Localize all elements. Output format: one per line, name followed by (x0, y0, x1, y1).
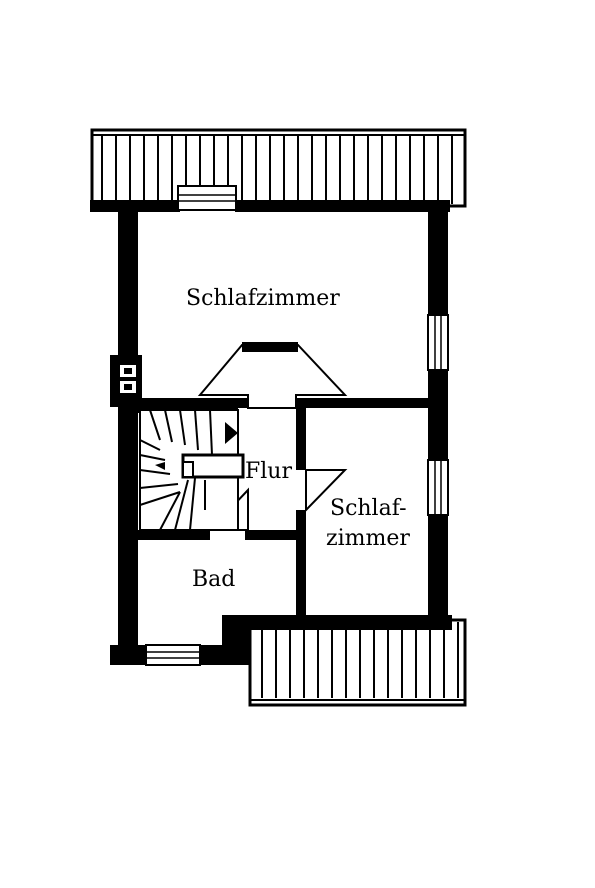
stair-tread (174, 479, 189, 531)
window-bottom (145, 644, 201, 666)
roof-top (90, 128, 467, 208)
stair-tread (189, 477, 196, 531)
stair-tread (179, 409, 186, 446)
label-schlafzimmer-small-1: Schlaf- (330, 496, 407, 521)
stair-arrow-icon (225, 422, 238, 444)
stair-tread (139, 491, 181, 506)
stair-tread (139, 439, 161, 451)
label-bad: Bad (192, 567, 235, 592)
outer-walls (90, 200, 452, 665)
stair-tread (209, 409, 213, 456)
window-top (177, 185, 237, 211)
staircase (139, 409, 245, 531)
label-flur: Flur (245, 459, 292, 484)
stair-tread (149, 409, 161, 441)
label-schlafzimmer-large: Schlafzimmer (186, 286, 340, 311)
door-top-bar (242, 342, 298, 352)
stair-tread (159, 491, 181, 531)
roof-bottom (248, 618, 467, 707)
stair-tread (164, 409, 173, 443)
stair-tread (139, 483, 179, 489)
window-right-upper (427, 314, 449, 371)
chimney-icon (110, 355, 142, 407)
stair-tread (139, 454, 166, 461)
window-right-lower (427, 459, 449, 516)
stair-tread (194, 409, 199, 451)
windows (145, 185, 449, 666)
stair-tread (139, 469, 171, 475)
label-schlafzimmer-small-2: zimmer (326, 526, 410, 551)
